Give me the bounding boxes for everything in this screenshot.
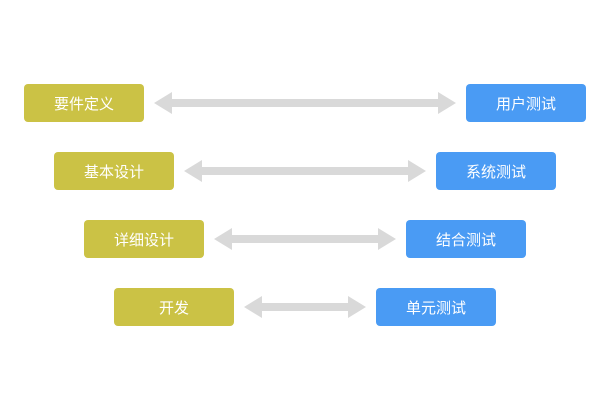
phase-requirements-definition: 要件定义 — [24, 84, 144, 122]
phase-user-testing: 用户测试 — [466, 84, 586, 122]
phase-integration-testing: 结合测试 — [406, 220, 526, 258]
phase-basic-design: 基本设计 — [54, 152, 174, 190]
double-arrow-row-1 — [154, 92, 456, 114]
phase-system-testing: 系统测试 — [436, 152, 556, 190]
double-arrow-row-4 — [244, 296, 366, 318]
phase-unit-testing: 单元测试 — [376, 288, 496, 326]
double-arrow-row-2 — [184, 160, 426, 182]
phase-detailed-design: 详细设计 — [84, 220, 204, 258]
phase-development: 开发 — [114, 288, 234, 326]
double-arrow-row-3 — [214, 228, 396, 250]
